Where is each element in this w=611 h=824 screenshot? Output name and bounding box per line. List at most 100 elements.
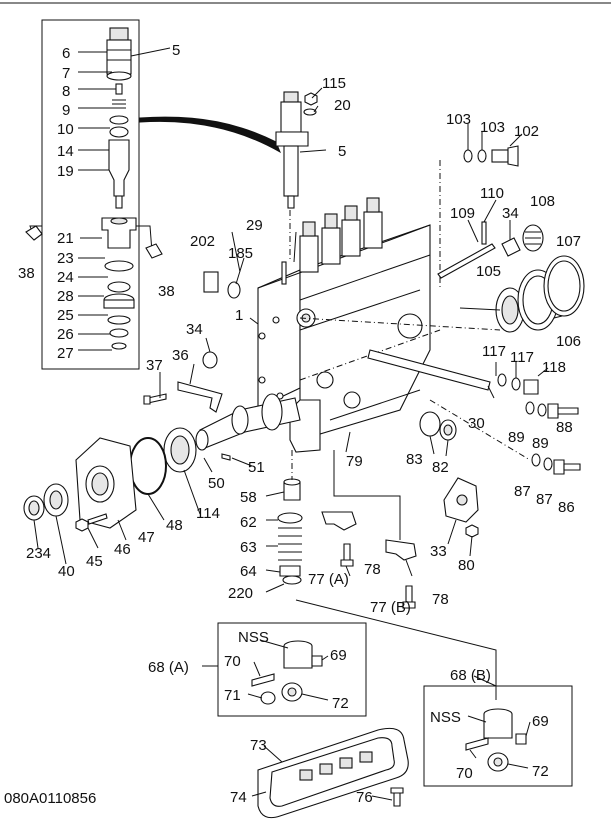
label-105: 105 [476, 263, 501, 280]
plug-83-82 [419, 411, 457, 441]
label-26: 26 [57, 326, 74, 343]
label-82: 82 [432, 459, 449, 476]
label-9: 9 [62, 102, 70, 119]
label-78-b: 78 [432, 591, 449, 608]
bolt-89-88 [525, 401, 579, 419]
label-80: 80 [458, 557, 475, 574]
label-19: 19 [57, 163, 74, 180]
bottom-cover [257, 727, 409, 819]
label-34-top: 34 [502, 205, 519, 222]
label-107: 107 [556, 233, 581, 250]
label-6: 6 [62, 45, 70, 62]
label-118: 118 [542, 359, 566, 376]
label-20: 20 [334, 97, 351, 114]
label-38-right: 38 [158, 283, 175, 300]
label-50: 50 [208, 475, 225, 492]
label-62: 62 [240, 514, 257, 531]
control-rack-parts [437, 199, 544, 279]
label-38-left: 38 [18, 265, 35, 282]
label-114: 114 [196, 505, 220, 522]
label-45: 45 [86, 553, 103, 570]
adjusting-blocks [321, 450, 417, 609]
bearing-and-rings [495, 255, 585, 333]
label-1: 1 [235, 307, 243, 324]
label-25: 25 [57, 307, 74, 324]
label-8: 8 [62, 83, 70, 100]
label-nss-a: NSS [238, 629, 269, 646]
label-48: 48 [166, 517, 183, 534]
label-117-a: 117 [482, 343, 506, 360]
label-72-b: 72 [532, 763, 549, 780]
label-5-pump: 5 [338, 143, 346, 160]
label-185: 185 [228, 245, 253, 262]
injector-detail-box [25, 19, 171, 370]
label-117-b: 117 [510, 349, 534, 366]
drive-end-parts [23, 427, 231, 532]
label-33: 33 [430, 543, 447, 560]
label-108: 108 [530, 193, 555, 210]
label-47: 47 [138, 529, 155, 546]
label-23: 23 [57, 250, 74, 267]
label-28: 28 [57, 288, 74, 305]
roller-assembly-a-box [217, 622, 367, 717]
label-89-b: 89 [532, 435, 549, 452]
label-40: 40 [58, 563, 75, 580]
label-79: 79 [346, 453, 363, 470]
label-51: 51 [248, 459, 265, 476]
label-30: 30 [468, 415, 485, 432]
camshaft [195, 393, 301, 451]
label-87-b: 87 [536, 491, 553, 508]
lever-36 [143, 351, 223, 413]
label-87-a: 87 [514, 483, 531, 500]
label-89-a: 89 [508, 429, 525, 446]
label-102: 102 [514, 123, 539, 140]
label-37: 37 [146, 357, 163, 374]
label-68-a: 68 (A) [148, 659, 189, 676]
centerline-shaft [299, 317, 501, 331]
label-109: 109 [450, 205, 475, 222]
part-labels: 6 7 8 9 10 14 19 5 115 20 5 103 103 102 … [4, 42, 581, 807]
label-76: 76 [356, 789, 373, 806]
label-73: 73 [250, 737, 267, 754]
label-7: 7 [62, 65, 70, 82]
rack-shaft-parts [367, 349, 549, 395]
label-64: 64 [240, 563, 257, 580]
label-71: 71 [224, 687, 241, 704]
roller-assembly-b-box [423, 685, 573, 787]
tappet-stack [277, 450, 303, 585]
label-86: 86 [558, 499, 575, 516]
label-103-a: 103 [446, 111, 471, 128]
label-115: 115 [322, 75, 346, 92]
label-10: 10 [57, 121, 74, 138]
label-36: 36 [172, 347, 189, 364]
cover-33 [443, 477, 479, 538]
label-46: 46 [114, 541, 131, 558]
label-220: 220 [228, 585, 253, 602]
label-21: 21 [57, 230, 74, 247]
label-24: 24 [57, 269, 74, 286]
label-nss-b: NSS [430, 709, 461, 726]
label-78-a: 78 [364, 561, 381, 578]
label-69-a: 69 [330, 647, 347, 664]
detail-pointer-arrow [139, 116, 281, 154]
label-106: 106 [556, 333, 581, 350]
label-202: 202 [190, 233, 215, 250]
label-27: 27 [57, 345, 74, 362]
label-68-b: 68 (B) [450, 667, 491, 684]
label-70-b: 70 [456, 765, 473, 782]
label-72-a: 72 [332, 695, 349, 712]
label-234: 234 [26, 545, 51, 562]
label-63: 63 [240, 539, 257, 556]
label-70-a: 70 [224, 653, 241, 670]
label-77-b: 77 (B) [370, 599, 411, 616]
label-74: 74 [230, 789, 247, 806]
label-83: 83 [406, 451, 423, 468]
label-77-a: 77 (A) [308, 571, 349, 588]
label-110: 110 [480, 185, 504, 202]
label-58: 58 [240, 489, 257, 506]
tappet-to-box-link [295, 599, 497, 700]
label-88: 88 [556, 419, 573, 436]
fitting-202-185 [203, 261, 287, 299]
banjo-bolt-group [439, 124, 523, 290]
